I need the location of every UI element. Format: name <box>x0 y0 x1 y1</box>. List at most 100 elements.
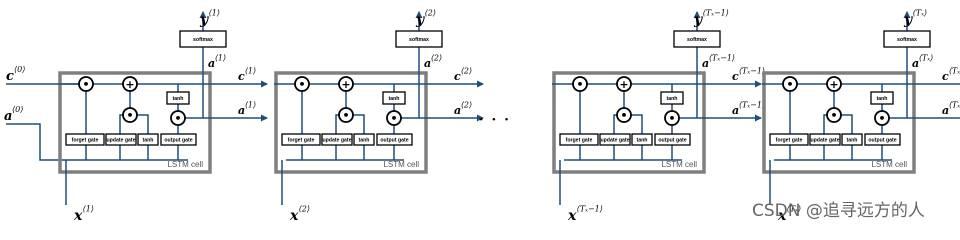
update-gate-box-label: update gate <box>322 138 351 144</box>
cell-add-op: + <box>616 76 632 92</box>
tanh-gate-box: tanh <box>841 133 863 146</box>
x-input-label: x <box>73 208 83 224</box>
forget-multiply-op: • <box>78 76 94 92</box>
output-multiply-op: • <box>386 110 402 126</box>
output-multiply-op-symbol: • <box>174 112 181 125</box>
x-input-label: x <box>777 208 787 224</box>
output-multiply-op-symbol: • <box>668 112 675 125</box>
initial-inputs: c ⟨0⟩ a ⟨0⟩ <box>4 65 80 161</box>
forget-multiply-op-symbol: • <box>786 78 793 91</box>
cell-wire <box>137 114 149 134</box>
c-out-label: c <box>732 70 739 83</box>
cell-add-op: + <box>338 76 354 92</box>
csdn-watermark: CSDN @追寻远方的人 <box>752 201 925 221</box>
cell-add-op-symbol: + <box>341 78 350 91</box>
a-up-superscript: ⟨1⟩ <box>215 53 226 62</box>
ellipsis: · · · <box>478 107 510 131</box>
forget-multiply-op-symbol: • <box>82 78 89 91</box>
cell-tanh-box-label: tanh <box>389 96 400 102</box>
c-out-superscript: ⟨Tₓ−1⟩ <box>739 66 765 75</box>
a-out-label: a <box>732 104 739 117</box>
cell-name: LSTM cell <box>167 160 203 169</box>
cell-border <box>58 71 212 174</box>
output-gate-box: output gate <box>160 133 197 146</box>
forget-gate-box: forget gate <box>769 133 809 146</box>
update-gate-box: update gate <box>599 133 631 146</box>
cell-name: LSTM cell <box>383 160 419 169</box>
cell-add-op: + <box>122 76 138 92</box>
softmax-box-label: softmax <box>687 37 707 43</box>
output-gate-box: output gate <box>864 133 901 146</box>
cell-wire <box>353 114 365 134</box>
forget-gate-box: forget gate <box>65 133 105 146</box>
forget-multiply-op: • <box>572 76 588 92</box>
update-multiply-op: • <box>616 107 632 123</box>
x-input-superscript: ⟨Tₓ−1⟩ <box>577 205 603 214</box>
a-out-label: a <box>238 104 245 117</box>
softmax-box: softmax <box>673 30 721 48</box>
a-up-superscript: ⟨Tₓ−1⟩ <box>709 53 735 62</box>
c-out-superscript: ⟨1⟩ <box>245 66 256 75</box>
update-multiply-op-symbol: • <box>126 109 133 122</box>
forget-gate-box: forget gate <box>559 133 599 146</box>
cell-wire <box>841 114 853 134</box>
a-out-label: a <box>454 104 461 117</box>
cell-tanh-box: tanh <box>166 91 190 105</box>
forget-multiply-op: • <box>294 76 310 92</box>
cell-tanh-box: tanh <box>382 91 406 105</box>
y-output-label: y <box>693 12 703 28</box>
softmax-box-label: softmax <box>409 37 429 43</box>
cell-wire <box>631 114 643 134</box>
cell-add-op: + <box>826 76 842 92</box>
softmax-box: softmax <box>883 30 931 48</box>
update-gate-box-label: update gate <box>600 138 629 144</box>
c0-label: c <box>6 69 14 84</box>
a-up-label: a <box>424 57 431 70</box>
forget-multiply-op-symbol: • <box>298 78 305 91</box>
a-up-superscript: ⟨Tₓ⟩ <box>919 53 933 62</box>
output-gate-box: output gate <box>376 133 413 146</box>
a0-superscript: ⟨0⟩ <box>12 105 23 114</box>
a-out-label: a <box>942 104 949 117</box>
cell-wire <box>823 114 827 134</box>
softmax-box: softmax <box>395 30 443 48</box>
y-output-label: y <box>903 12 913 28</box>
update-multiply-op: • <box>338 107 354 123</box>
a-out-superscript: ⟨Tₓ⟩ <box>949 100 960 109</box>
cell-border <box>274 71 428 174</box>
cell-add-op-symbol: + <box>619 78 628 91</box>
output-multiply-op: • <box>874 110 890 126</box>
output-multiply-op: • <box>664 110 680 126</box>
x-input-superscript: ⟨1⟩ <box>83 205 94 214</box>
output-multiply-op-symbol: • <box>878 112 885 125</box>
cell-tanh-box-label: tanh <box>173 96 184 102</box>
update-multiply-op-symbol: • <box>342 109 349 122</box>
cell-tanh-box-label: tanh <box>877 96 888 102</box>
cell-tanh-box-label: tanh <box>667 96 678 102</box>
c-out-label: c <box>942 70 949 83</box>
cell-border <box>762 71 916 174</box>
cell-name: LSTM cell <box>661 160 697 169</box>
a-up-label: a <box>208 57 215 70</box>
output-gate-box-label: output gate <box>658 138 686 144</box>
update-gate-box: update gate <box>321 133 353 146</box>
c-out-label: c <box>238 70 245 83</box>
a-up-label: a <box>702 57 709 70</box>
cell-add-op-symbol: + <box>829 78 838 91</box>
forget-gate-box-label: forget gate <box>288 138 315 144</box>
tanh-gate-box: tanh <box>137 133 159 146</box>
tanh-gate-box-label: tanh <box>637 138 648 144</box>
update-multiply-op-symbol: • <box>830 109 837 122</box>
forget-gate-box-label: forget gate <box>72 138 99 144</box>
cell-wire <box>613 114 617 134</box>
cell-name: LSTM cell <box>871 160 907 169</box>
update-gate-box: update gate <box>105 133 137 146</box>
forget-multiply-op: • <box>782 76 798 92</box>
y-output-superscript: ⟨2⟩ <box>425 9 436 18</box>
x-input-label: x <box>567 208 577 224</box>
